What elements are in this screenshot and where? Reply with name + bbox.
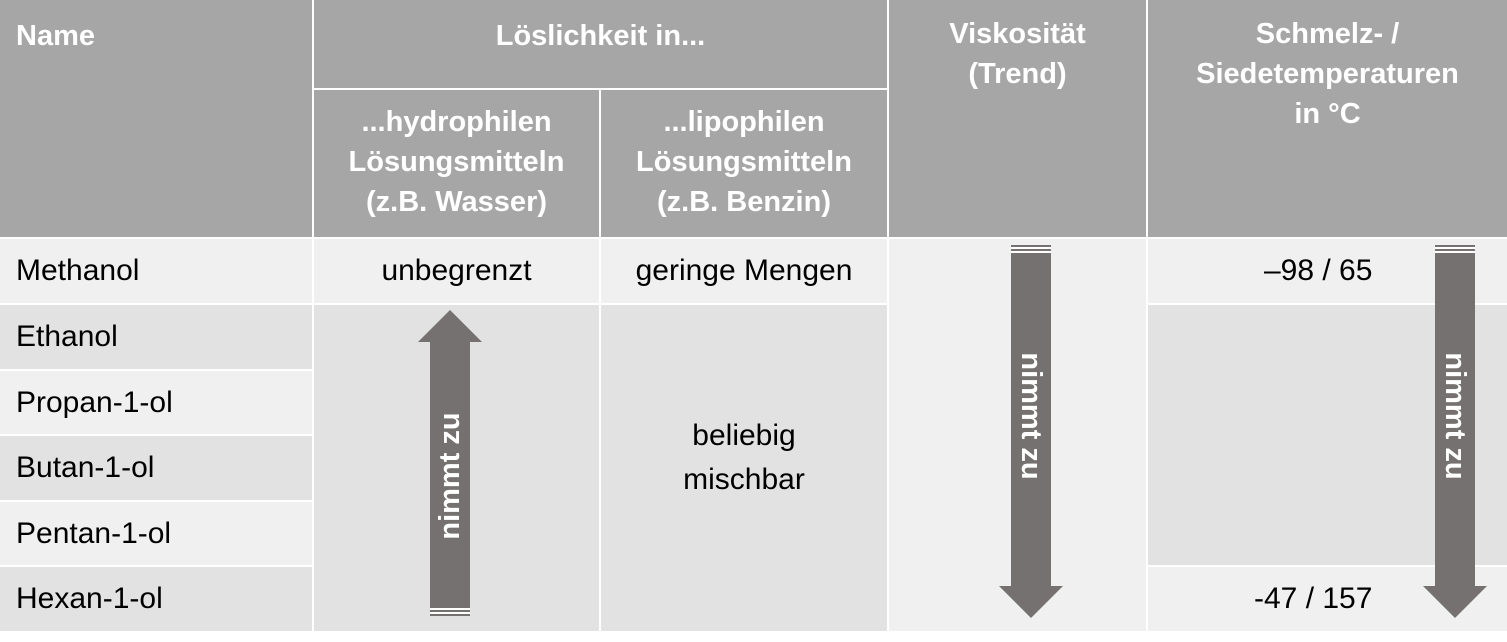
header-lipophil-line3: (z.B. Benzin) — [657, 186, 831, 218]
header-temperatur-line3: in °C — [1294, 98, 1361, 130]
hydrophil-arrow-label: nimmt zu — [434, 412, 466, 540]
cell-hydrophil-methanol-text: unbegrenzt — [381, 254, 532, 287]
temperatur-down-arrow: nimmt zu — [1423, 245, 1487, 618]
header-temperatur-line2: Siedetemperaturen — [1196, 58, 1459, 90]
row-name-methanol: Methanol — [0, 239, 312, 303]
row-name-ethanol: Ethanol — [0, 305, 312, 369]
arrow-head-down-icon — [999, 586, 1063, 618]
header-viskositaet-line2: (Trend) — [968, 58, 1067, 90]
cell-temp-methanol-text: –98 / 65 — [1264, 254, 1373, 287]
header-viskositaet-line1: Viskosität — [949, 18, 1086, 50]
cell-lipophil-methanol: geringe Mengen — [601, 239, 887, 303]
viskositaet-down-arrow: nimmt zu — [999, 245, 1063, 618]
row-name-text: Pentan-1-ol — [16, 516, 172, 550]
row-name-hexanol: Hexan-1-ol — [0, 567, 312, 631]
header-loeslichkeit: Löslichkeit in... — [314, 0, 887, 88]
header-lipophil-line2: Lösungsmitteln — [636, 146, 852, 178]
row-name-butanol: Butan-1-ol — [0, 436, 312, 500]
header-viskositaet: Viskosität (Trend) — [889, 0, 1146, 237]
row-name-text: Propan-1-ol — [16, 385, 173, 419]
header-temperatur-line1: Schmelz- / — [1255, 18, 1400, 50]
row-name-propanol: Propan-1-ol — [0, 371, 312, 434]
header-lipophil-line1: ...lipophilen — [663, 106, 825, 138]
header-name-text: Name — [16, 20, 95, 52]
viskositaet-arrow-label: nimmt zu — [1015, 352, 1047, 480]
arrow-head-down-icon — [1423, 586, 1487, 618]
header-loeslichkeit-text: Löslichkeit in... — [495, 20, 706, 52]
row-name-text: Butan-1-ol — [16, 451, 155, 484]
header-hydrophil: ...hydrophilen Lösungsmitteln (z.B. Wass… — [314, 90, 599, 237]
row-name-text: Methanol — [16, 254, 140, 287]
row-name-pentanol: Pentan-1-ol — [0, 502, 312, 565]
header-hydrophil-line3: (z.B. Wasser) — [365, 186, 548, 218]
header-name: Name — [0, 0, 312, 237]
cell-lipophil-rest-line2: mischbar — [683, 463, 805, 496]
cell-lipophil-rest-line1: beliebig — [692, 419, 796, 452]
header-hydrophil-line2: Lösungsmitteln — [348, 146, 565, 178]
arrow-head-up-icon — [418, 310, 482, 342]
cell-lipophil-methanol-text: geringe Mengen — [635, 254, 853, 287]
hydrophil-up-arrow: nimmt zu — [418, 310, 482, 618]
header-hydrophil-line1: ...hydrophilen — [361, 106, 552, 138]
header-lipophil: ...lipophilen Lösungsmitteln (z.B. Benzi… — [601, 90, 887, 237]
row-name-text: Hexan-1-ol — [16, 582, 163, 615]
temperatur-arrow-label: nimmt zu — [1439, 352, 1471, 480]
header-temperatur: Schmelz- / Siedetemperaturen in °C — [1148, 0, 1507, 237]
cell-lipophil-rest: beliebig mischbar — [601, 305, 887, 631]
cell-temp-hexanol-text: -47 / 157 — [1254, 582, 1373, 615]
row-name-text: Ethanol — [16, 320, 118, 353]
cell-hydrophil-methanol: unbegrenzt — [314, 239, 599, 303]
